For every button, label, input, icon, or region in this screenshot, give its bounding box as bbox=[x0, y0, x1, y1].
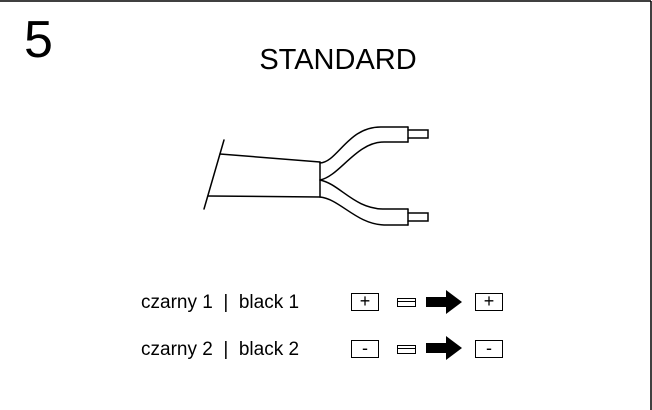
target-terminal: + bbox=[475, 292, 503, 311]
arrow-right-icon bbox=[426, 290, 462, 314]
cable-illustration bbox=[203, 126, 429, 226]
connection-label: czarny 1 | black 1 bbox=[141, 292, 300, 313]
source-terminal: - bbox=[351, 339, 379, 358]
target-terminal: - bbox=[475, 339, 503, 358]
connection-label: czarny 2 | black 2 bbox=[141, 339, 300, 360]
source-terminal: + bbox=[351, 292, 379, 311]
arrow-right-icon bbox=[426, 336, 462, 360]
step-number: 5 bbox=[24, 11, 53, 69]
plug-icon bbox=[397, 345, 416, 354]
plug-icon bbox=[397, 298, 416, 307]
page-title: STANDARD bbox=[259, 44, 417, 76]
